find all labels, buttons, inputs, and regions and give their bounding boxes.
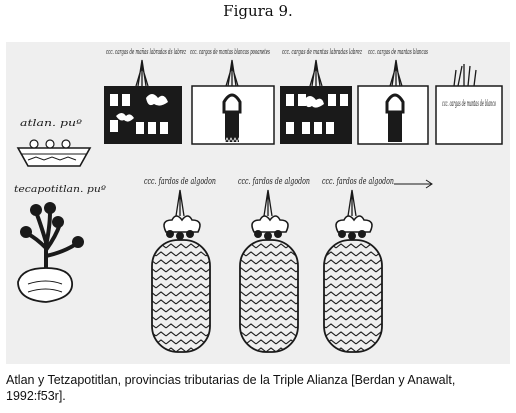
feather-marker-icon bbox=[135, 59, 149, 87]
figure-caption: Atlan y Tetzapotitlan, provincias tribut… bbox=[6, 373, 456, 403]
place-glyph-atlan: atlan. puº bbox=[16, 119, 92, 167]
place-glyph-tecapotitlan: tecapotitlan. puº bbox=[14, 185, 107, 303]
cotton-label-2: ccc. fardos de algodon bbox=[238, 177, 310, 187]
cloth-bundle-1: ccc. cargas de mañas labradas ds labrez bbox=[104, 48, 186, 144]
figure-title: Figura 9. bbox=[223, 2, 293, 20]
cloth-label-4: ccc. cargas de mantas blancas bbox=[368, 48, 428, 56]
cloth-label-3: ccc. cargas de mantas labradas labrez bbox=[282, 48, 362, 56]
feather-marker-icon bbox=[225, 59, 239, 87]
cotton-bale-3: ccc. fardos de algodon bbox=[322, 177, 433, 353]
cloth-label-1: ccc. cargas de mañas labradas ds labrez bbox=[106, 48, 186, 56]
feather-marker-icon bbox=[453, 64, 477, 87]
cotton-label-1: ccc. fardos de algodon bbox=[144, 177, 216, 187]
place-label-tecapotitlan: tecapotitlan. puº bbox=[14, 185, 107, 195]
cloth-label-2: ccc. cargas de mantas blancas pooanetes bbox=[190, 48, 270, 56]
cotton-bale-2: ccc. fardos de algodon bbox=[238, 177, 310, 353]
cloth-bundle-5: ccc. cargas de mantas de blanco bbox=[435, 64, 503, 145]
cloth-label-5: ccc. cargas de mantas de blanco bbox=[442, 99, 496, 108]
cloth-bundle-4: ccc. cargas de mantas blancas bbox=[357, 48, 429, 145]
cloth-bundle-3: ccc. cargas de mantas labradas labrez bbox=[280, 48, 362, 144]
cotton-label-3: ccc. fardos de algodon bbox=[322, 177, 394, 187]
feather-marker-icon bbox=[309, 59, 323, 87]
place-label-atlan: atlan. puº bbox=[20, 119, 83, 129]
codex-illustration: ccc. cargas de mañas labradas ds labrez … bbox=[6, 42, 510, 364]
cotton-bale-1: ccc. fardos de algodon bbox=[144, 177, 216, 353]
cloth-bundle-2: ccc. cargas de mantas blancas pooanetes bbox=[190, 48, 275, 145]
feather-marker-icon bbox=[389, 59, 403, 87]
